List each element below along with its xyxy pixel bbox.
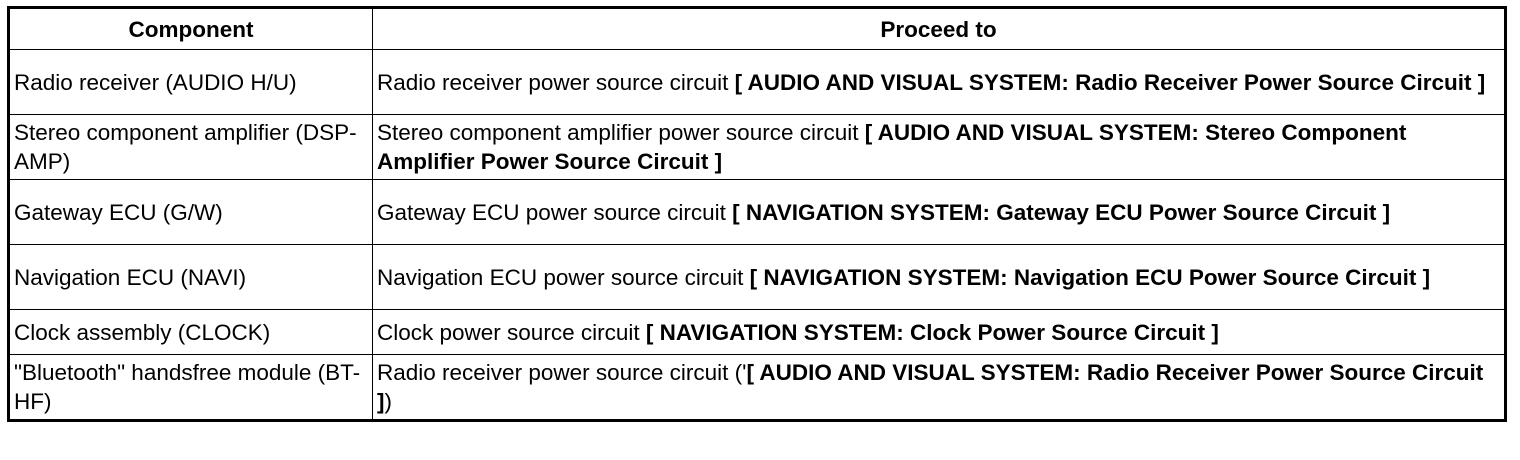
proceed-text: Clock power source circuit (377, 319, 646, 345)
reference-link[interactable]: [ AUDIO AND VISUAL SYSTEM: Stereo Compon… (377, 120, 1407, 174)
proceed-text: Radio receiver power source circuit (' (377, 360, 747, 385)
column-header-component: Component (8, 7, 373, 50)
table-row: Clock assembly (CLOCK) Clock power sourc… (8, 309, 1506, 355)
table-row: Gateway ECU (G/W) Gateway ECU power sour… (8, 179, 1506, 245)
proceed-cell: Navigation ECU power source circuit [ NA… (372, 244, 1506, 310)
reference-link[interactable]: [ AUDIO AND VISUAL SYSTEM: Radio Receive… (734, 69, 1486, 95)
reference-link[interactable]: [ NAVIGATION SYSTEM: Navigation ECU Powe… (749, 264, 1431, 290)
table-row: Stereo component amplifier (DSP-AMP) Ste… (8, 114, 1506, 180)
component-cell: Gateway ECU (G/W) (8, 179, 373, 245)
proceed-text: Radio receiver power source circuit (377, 69, 735, 95)
proceed-suffix: ) (384, 389, 393, 414)
column-header-proceed-to: Proceed to (372, 7, 1506, 50)
component-cell: Radio receiver (AUDIO H/U) (8, 49, 373, 115)
table-row: Navigation ECU (NAVI) Navigation ECU pow… (8, 244, 1506, 310)
component-cell: Navigation ECU (NAVI) (8, 244, 373, 310)
proceed-text: Stereo component amplifier power source … (377, 120, 865, 145)
table-header-row: Component Proceed to (8, 7, 1506, 50)
table-row: Radio receiver (AUDIO H/U) Radio receive… (8, 49, 1506, 115)
component-table: Component Proceed to Radio receiver (AUD… (7, 6, 1507, 422)
proceed-cell: Radio receiver power source circuit ('[ … (372, 354, 1506, 421)
proceed-cell: Stereo component amplifier power source … (372, 114, 1506, 180)
proceed-text: Gateway ECU power source circuit (377, 199, 733, 225)
component-cell: Clock assembly (CLOCK) (8, 309, 373, 355)
component-cell: Stereo component amplifier (DSP-AMP) (8, 114, 373, 180)
reference-link[interactable]: [ NAVIGATION SYSTEM: Gateway ECU Power S… (732, 199, 1391, 225)
reference-link[interactable]: [ AUDIO AND VISUAL SYSTEM: Radio Receive… (377, 360, 1484, 414)
component-cell: "Bluetooth" handsfree module (BT-HF) (8, 354, 373, 421)
proceed-cell: Radio receiver power source circuit [ AU… (372, 49, 1506, 115)
reference-link[interactable]: [ NAVIGATION SYSTEM: Clock Power Source … (645, 319, 1219, 345)
proceed-cell: Gateway ECU power source circuit [ NAVIG… (372, 179, 1506, 245)
proceed-cell: Clock power source circuit [ NAVIGATION … (372, 309, 1506, 355)
table-row: "Bluetooth" handsfree module (BT-HF) Rad… (8, 354, 1506, 421)
proceed-text: Navigation ECU power source circuit (377, 264, 750, 290)
